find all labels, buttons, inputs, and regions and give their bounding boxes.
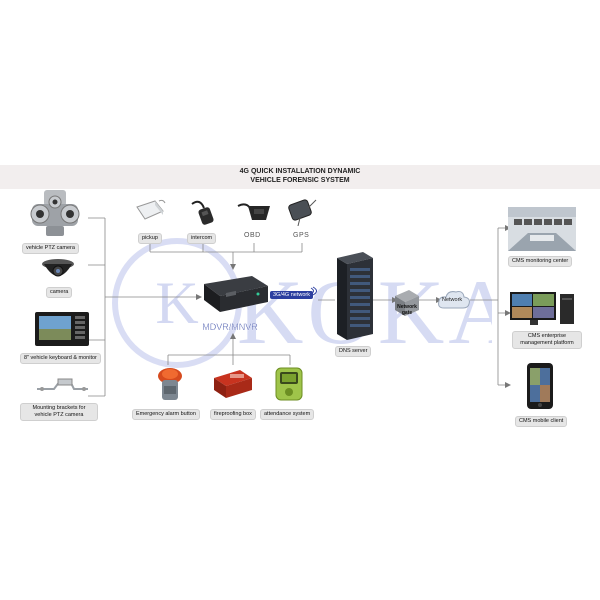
cms-mobile-client-label: CMS mobile client — [515, 416, 568, 427]
alarm-button-image — [158, 368, 182, 400]
mounting-bracket-image — [37, 378, 88, 391]
diagram-title: 4G QUICK INSTALLATION DYNAMIC VEHICLE FO… — [150, 167, 450, 185]
title-bar — [0, 165, 600, 189]
mdvr-label: MDVR/MNVR — [202, 322, 258, 332]
pickup-label: pickup — [138, 233, 162, 244]
network-label: Network — [442, 297, 463, 303]
vehicle-ptz-camera-label: vehicle PTZ camera — [22, 243, 79, 254]
mdvr-device-image — [204, 276, 268, 312]
svg-text:K: K — [155, 270, 198, 336]
mounting-brackets-label: Mounting brackets for vehicle PTZ camera — [20, 403, 98, 421]
intercom-image — [191, 200, 214, 225]
keyboard-monitor-label: 8" vehicle keyboard & monitor — [20, 353, 101, 364]
monitoring-center-image — [508, 207, 576, 251]
network-gate-label: Network gate — [397, 304, 417, 316]
obd-image — [237, 203, 270, 220]
camera-label: camera — [46, 287, 73, 298]
network-3g4g-label: 3G/4G network — [270, 291, 313, 299]
gps-image — [288, 199, 317, 226]
intercom-label: intercom — [187, 233, 217, 244]
title-line2: VEHICLE FORENSIC SYSTEM — [250, 177, 350, 184]
network-gate-image — [395, 290, 419, 316]
ptz-camera-image — [30, 190, 80, 236]
emergency-alarm-label: Emergency alarm button — [132, 409, 200, 420]
network-cloud-icon — [438, 291, 470, 309]
attendance-system-label: attendance system — [260, 409, 315, 420]
wifi-icon — [310, 286, 317, 296]
obd-label: OBD — [244, 232, 261, 239]
pickup-image — [136, 199, 166, 220]
attendance-system-image — [275, 367, 303, 401]
mobile-client-image — [527, 363, 553, 409]
dns-server-label: DNS server — [335, 346, 372, 357]
mdvr-label-banner: MDVR/MNVR — [202, 322, 258, 332]
title-line1: 4G QUICK INSTALLATION DYNAMIC — [239, 168, 361, 175]
cms-monitoring-center-label: CMS monitoring center — [508, 256, 573, 267]
vehicle-monitor-image — [35, 312, 89, 346]
dns-server-image — [337, 252, 373, 340]
enterprise-platform-image — [510, 292, 574, 325]
fireproofing-box-image — [214, 370, 252, 398]
gps-label: GPS — [293, 232, 310, 239]
dome-camera-image — [42, 259, 74, 277]
cms-enterprise-platform-label: CMS enterprise management platform — [512, 331, 582, 349]
fireproofing-box-label: fireproofing box — [210, 409, 256, 420]
